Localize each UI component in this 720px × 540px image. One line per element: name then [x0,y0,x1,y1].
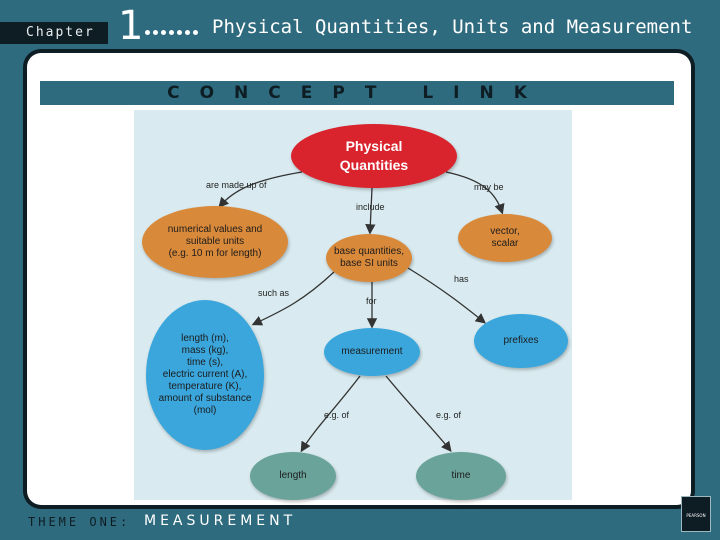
concept-map: Physical Quantities numerical values and… [134,110,572,500]
logo-text: PEARSON [686,513,706,518]
chapter-label: Chapter [0,22,108,44]
link-are-made-up-of: are made up of [206,180,267,190]
arrow-measure-length [300,375,361,453]
node-time: time [416,452,506,500]
link-may-be: may be [474,182,504,192]
node-si-quantities-list: length (m), mass (kg), time (s), electri… [146,300,264,450]
title-dots [145,30,198,35]
node-vector-scalar: vector, scalar [458,214,552,262]
arrow-root-vector [445,171,505,215]
link-eg-of-right: e.g. of [436,410,462,420]
node-prefixes: prefixes [474,314,568,368]
link-include: include [356,202,385,212]
arrow-base-list [251,271,335,326]
link-eg-of-left: e.g. of [324,410,350,420]
link-has: has [454,274,469,284]
concept-map-arrows [218,171,505,453]
chapter-number: 1 [118,3,144,49]
link-such-as: such as [258,288,290,298]
pearson-logo: PEARSON [681,496,711,532]
arrow-base-prefixes [407,267,487,324]
concept-link-banner: CONCEPT LINK [40,81,674,105]
theme-label: THEME ONE: [28,515,131,529]
theme-name: MEASUREMENT [144,513,297,529]
arrow-root-numeric [218,171,303,208]
node-length: length [250,452,336,500]
link-for: for [366,296,377,306]
node-measurement: measurement [324,328,420,376]
arrow-root-base [365,187,376,235]
chapter-title: Physical Quantities, Units and Measureme… [212,16,693,38]
node-numerical-values: numerical values and suitable units (e.g… [142,206,288,278]
node-base-quantities: base quantities, base SI units [326,234,412,282]
arrow-measure-time [385,375,452,453]
node-physical-quantities: Physical Quantities [291,124,457,188]
